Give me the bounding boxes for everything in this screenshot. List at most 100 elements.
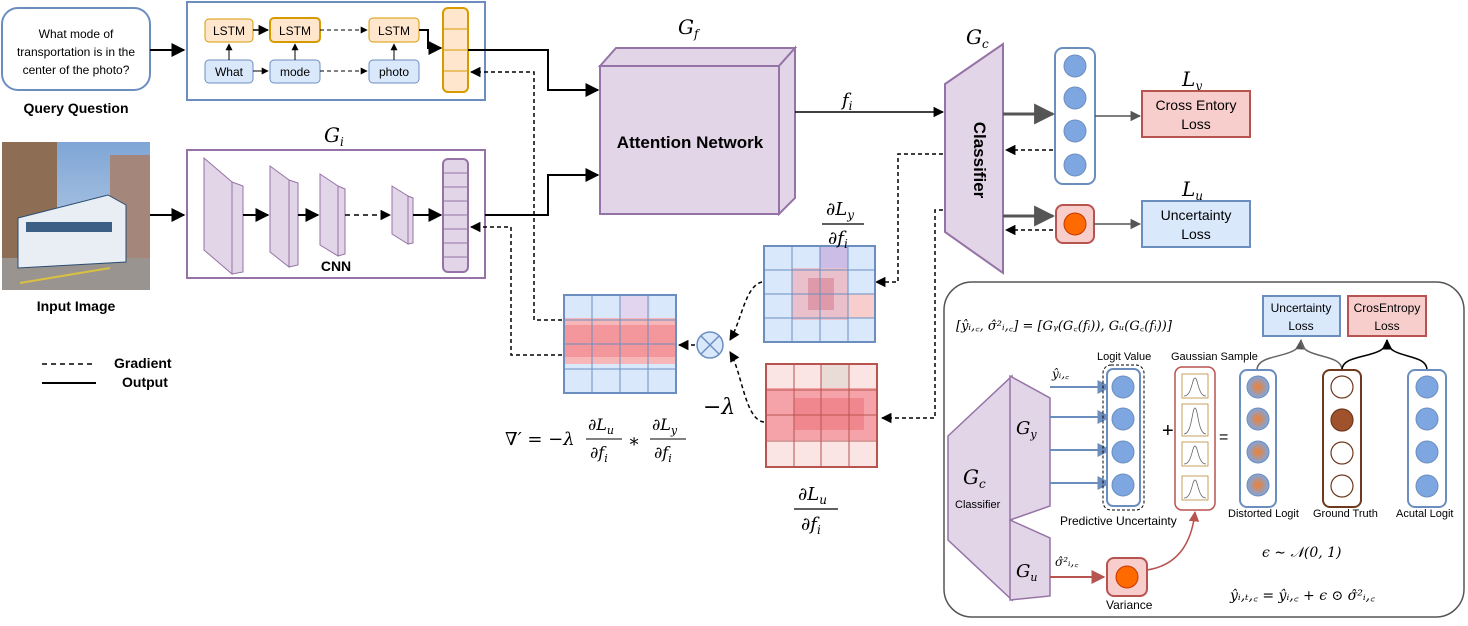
inset-ce-loss-box [1347, 295, 1427, 337]
inset-truth-node-3 [1330, 441, 1354, 465]
classifier-group: Gc Classifier Ly Cross Entory Loss Lu Un… [944, 25, 1251, 275]
gaussian-box-2 [1181, 403, 1209, 437]
inset-sigma-label: σ̂²ᵢ,꜀ [1055, 555, 1079, 569]
gradient-combined-to-image [469, 221, 562, 356]
gradient-dlu-to-multiply [729, 351, 765, 423]
image-caption: Input Image [37, 298, 116, 314]
inset-uncertainty-loss-box [1262, 295, 1341, 337]
inset-gy-symbol: Gy [1016, 418, 1037, 441]
inset-logit-node-4 [1111, 473, 1135, 497]
word-label-3: photo [379, 65, 409, 79]
inset-logit-node-2 [1111, 407, 1135, 431]
inset-gaussian-samples [1181, 373, 1209, 501]
math-labels: ∂Ly ∂fi ∂Lu ∂fi −λ ∇′ = −λ ∂Lu ∂fi ∗ ∂Ly… [505, 199, 864, 537]
feature-label: fi [840, 90, 853, 113]
dlu-grid-hot-core [794, 398, 864, 430]
dlu-grid-tint [821, 364, 849, 388]
inset-gc-symbol: Gc [963, 465, 986, 491]
inset-distorted-node-3 [1246, 440, 1270, 464]
dlu-numerator: ∂Lu [798, 484, 827, 507]
inset-gu-head [1009, 518, 1051, 601]
variance-node [1063, 212, 1087, 236]
inset-actual-node-2 [1415, 407, 1439, 431]
dly-numerator: ∂Ly [826, 199, 854, 222]
gaussian-curve-3 [1183, 445, 1207, 465]
dly-denominator: ∂fi [828, 228, 848, 251]
inset-unc-line2: Loss [1288, 319, 1313, 333]
combined-gradient-grid [563, 294, 677, 394]
arrow-iv-to-attention [485, 168, 600, 216]
cnn-layer-3 [319, 173, 339, 257]
cnn-layer-3-side [337, 185, 346, 257]
inset-actual-column [1407, 369, 1447, 508]
lstm-label-2: LSTM [279, 24, 311, 38]
inset-distorted-to-unc [1256, 338, 1306, 371]
cnn-layer-4 [391, 185, 409, 245]
nabla-prefix: ∇′ = −λ [505, 429, 575, 450]
output-node-3 [1063, 119, 1087, 143]
inset-ground-truth-column [1322, 369, 1362, 508]
classifier-symbol: Gc [966, 25, 989, 51]
dly-gradient-grid [763, 245, 876, 343]
formula-dly-den: ∂fi [654, 443, 672, 465]
inset-actual-node-3 [1415, 440, 1439, 464]
unc-loss-line2: Loss [1181, 226, 1211, 242]
lstm-label-1: LSTM [213, 24, 245, 38]
attention-top [597, 47, 798, 67]
cnn-group: Gi CNN [186, 123, 486, 279]
ce-loss-line2: Loss [1181, 116, 1211, 132]
cnn-layer-4-side [407, 195, 414, 245]
gradient-flows [469, 66, 943, 424]
formula-dly-num: ∂Ly [652, 415, 678, 437]
classifier-label: Classifier [970, 122, 989, 199]
gaussian-curve-1 [1183, 377, 1207, 397]
dlu-gradient-grid [765, 363, 878, 468]
attention-front [599, 65, 780, 215]
inset-logit-label: Logit Value [1097, 351, 1151, 363]
input-image-group: Input Image [2, 142, 186, 314]
query-question-group: What mode of transportation is in the ce… [1, 1, 486, 116]
inset-plus: + [1162, 420, 1174, 442]
formula-times: ∗ [628, 431, 640, 452]
inset-variance-label: Variance [1106, 598, 1153, 612]
inset-logit-dashed-frame [1102, 364, 1145, 511]
query-text-line2: transportation is in the [17, 45, 135, 59]
lu-symbol: Lu [1181, 177, 1203, 203]
cnn-layer-2-side [288, 179, 299, 268]
inset-distorted-node-2 [1246, 407, 1270, 431]
inset-distorted-node-4 [1246, 473, 1270, 497]
inset-distorted-label: Distorted Logit [1228, 508, 1299, 520]
inset-gauss-label: Gaussian Sample [1171, 351, 1258, 363]
ly-symbol: Ly [1181, 67, 1202, 93]
multiply-node [696, 331, 724, 359]
dlu-denominator: ∂fi [801, 514, 821, 537]
lstm-container [186, 1, 486, 101]
legend: Gradient Output [42, 355, 172, 390]
inset-gaussian-column [1174, 366, 1216, 511]
inset-actual-label: Acutal Logit [1396, 508, 1453, 520]
inset-logit-column [1106, 368, 1141, 507]
attention-label: Attention Network [617, 133, 764, 152]
gradient-dly-to-multiply [729, 281, 763, 341]
cnn-symbol: Gi [324, 123, 344, 149]
ce-loss-line1: Cross Entory [1156, 97, 1237, 113]
word-label-2: mode [280, 65, 310, 79]
inset-truth-node-4 [1330, 474, 1354, 498]
cnn-label: CNN [321, 258, 351, 274]
inset-truth-node-1 [1330, 375, 1354, 399]
arrow-qv-to-attention [468, 49, 600, 97]
inset-ground-truth-label: Ground Truth [1313, 508, 1378, 520]
gaussian-curve-2 [1183, 407, 1207, 435]
gradient-classifier-to-dlu [880, 209, 943, 424]
arrow-lstm-to-vector [419, 29, 443, 55]
inset-ce-line1: CrosEntropy [1354, 301, 1421, 315]
inset-yhat-label: ŷᵢ,꜀ [1051, 367, 1070, 381]
multiply-cross-2 [700, 335, 720, 355]
attention-symbol: Gf [678, 15, 701, 41]
output-node-2 [1063, 86, 1087, 110]
inset-distorted-node-1 [1246, 375, 1270, 399]
neg-lambda-label: −λ [703, 395, 735, 420]
uncertainty-loss-box [1141, 200, 1251, 248]
